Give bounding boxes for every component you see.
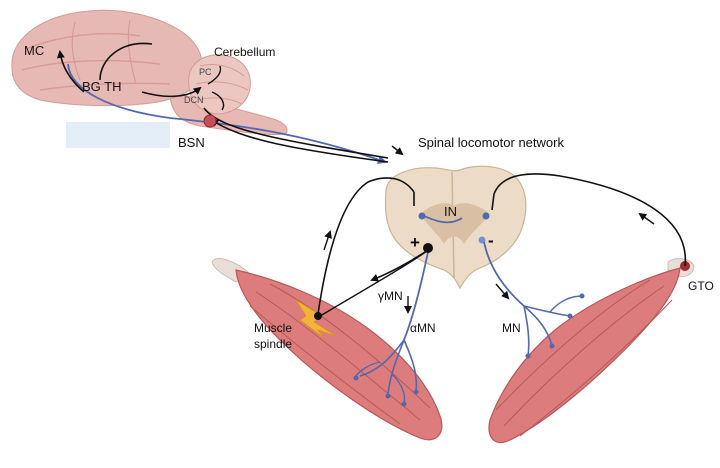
label-in: IN xyxy=(444,204,457,219)
label-bg-th: BG TH xyxy=(82,79,122,94)
spinal-cord-section xyxy=(384,165,527,290)
label-alpha-mn: αMN xyxy=(410,321,436,335)
label-excitatory-sign: + xyxy=(410,233,420,252)
black-pathways xyxy=(56,42,687,320)
label-gamma-mn: γMN xyxy=(378,289,403,303)
right-muscle xyxy=(488,258,695,444)
label-bsn: BSN xyxy=(178,135,205,150)
label-spinal-locomotor-network: Spinal locomotor network xyxy=(418,135,564,150)
label-mc: MC xyxy=(24,43,45,58)
brain xyxy=(11,9,288,148)
label-pc: PC xyxy=(199,67,212,77)
blue-neurons xyxy=(67,63,585,407)
label-mn: MN xyxy=(502,321,521,335)
label-muscle: Muscle xyxy=(254,321,293,335)
label-spindle: spindle xyxy=(254,337,293,351)
left-muscle xyxy=(211,258,443,441)
label-cerebellum: Cerebellum xyxy=(214,45,276,59)
label-gto: GTO xyxy=(688,279,714,293)
label-backdrop xyxy=(66,122,170,148)
label-inhibitory-sign: - xyxy=(488,231,494,250)
label-dcn: DCN xyxy=(184,95,204,105)
